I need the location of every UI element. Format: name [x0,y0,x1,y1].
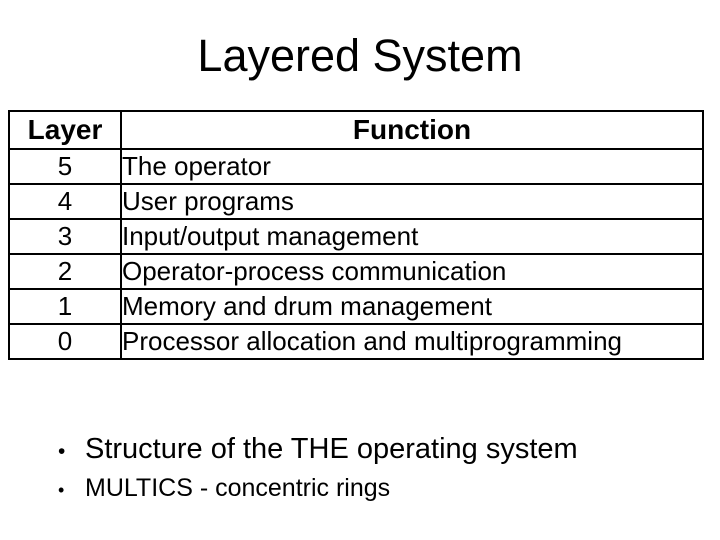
bullet-icon: • [58,440,66,463]
bullet-item: • Structure of the THE operating system [58,433,578,466]
table-header-row: Layer Function [8,110,704,150]
bullet-text: MULTICS - concentric rings [85,474,391,502]
layer-function: User programs [120,183,704,220]
layer-function: Input/output management [120,218,704,255]
table-row: 5 The operator [8,148,704,185]
layer-number: 0 [8,323,122,360]
bullet-icon: • [58,480,65,500]
column-header-layer: Layer [8,110,122,150]
column-header-function: Function [120,110,704,150]
bullet-list: • Structure of the THE operating system … [58,433,578,503]
bullet-text: Structure of the THE operating system [85,433,578,465]
layer-function: Processor allocation and multiprogrammin… [120,323,704,360]
table-row: 2 Operator-process communication [8,253,704,290]
layer-number: 5 [8,148,122,185]
layer-function: The operator [120,148,704,185]
layer-function: Memory and drum management [120,288,704,325]
layer-function: Operator-process communication [120,253,704,290]
table-row: 1 Memory and drum management [8,288,704,325]
layer-number: 3 [8,218,122,255]
layer-number: 4 [8,183,122,220]
slide-title: Layered System [197,30,523,81]
layer-number: 1 [8,288,122,325]
table-row: 3 Input/output management [8,218,704,255]
layer-number: 2 [8,253,122,290]
table-row: 0 Processor allocation and multiprogramm… [8,323,704,360]
table-row: 4 User programs [8,183,704,220]
bullet-item: • MULTICS - concentric rings [58,474,578,503]
layers-table: Layer Function 5 The operator 4 User pro… [8,110,704,360]
